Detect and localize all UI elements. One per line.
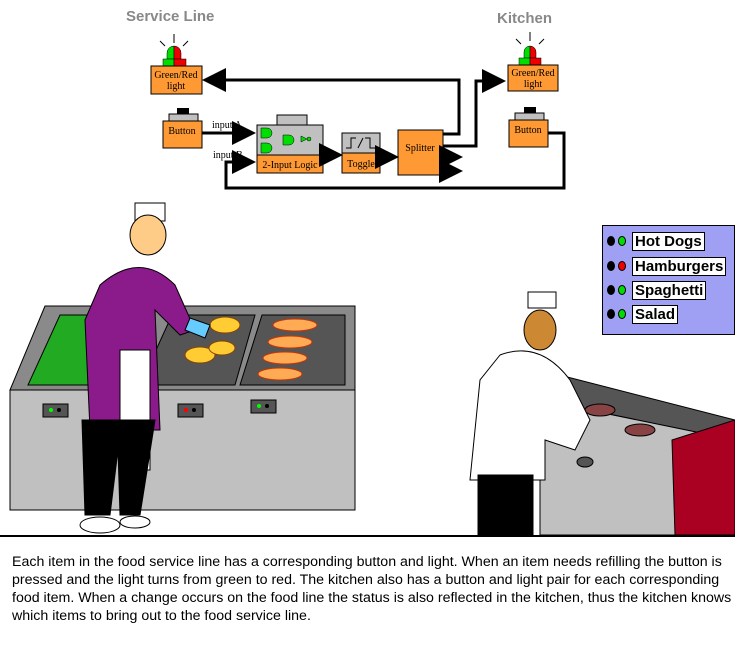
logic-label: 2-Input Logic bbox=[262, 160, 318, 171]
service-button-label: Button bbox=[168, 126, 195, 137]
status-item-hamburgers: Hamburgers bbox=[607, 256, 727, 276]
logic-gates-icon bbox=[260, 127, 312, 154]
wires bbox=[202, 68, 566, 190]
service-light-label-2: light bbox=[167, 81, 186, 92]
kitchen-title: Kitchen bbox=[497, 10, 552, 27]
status-red-icon bbox=[618, 261, 626, 271]
service-line-title: Service Line bbox=[126, 8, 214, 25]
status-label: Spaghetti bbox=[632, 280, 707, 300]
status-off-icon bbox=[607, 285, 615, 295]
toggle-icon bbox=[346, 137, 375, 149]
kitchen-chef-figure bbox=[469, 291, 591, 536]
status-off-icon bbox=[607, 236, 615, 246]
input-a-label: input A bbox=[212, 120, 243, 131]
status-green-icon bbox=[618, 236, 626, 246]
kitchen-light-label: Green/Red bbox=[511, 68, 554, 79]
status-item-spaghetti: Spaghetti bbox=[607, 280, 707, 300]
service-counter bbox=[9, 305, 356, 511]
kitchen-light-box bbox=[507, 64, 559, 92]
status-label: Hamburgers bbox=[632, 256, 727, 276]
status-green-icon bbox=[618, 285, 626, 295]
service-button-cap bbox=[177, 108, 189, 114]
status-off-icon bbox=[607, 309, 615, 319]
input-b-label: input B bbox=[213, 150, 243, 161]
description-text: Each item in the food service line has a… bbox=[12, 554, 732, 624]
service-chef-figure bbox=[79, 202, 211, 534]
status-item-hot-dogs: Hot Dogs bbox=[607, 231, 705, 251]
status-off-icon bbox=[607, 261, 615, 271]
service-light-icon bbox=[159, 34, 189, 67]
service-light-box bbox=[150, 65, 203, 95]
status-label: Hot Dogs bbox=[632, 231, 705, 251]
toggle-label: Toggle bbox=[347, 159, 375, 170]
status-panel: Hot Dogs Hamburgers Spaghetti Salad bbox=[602, 225, 735, 335]
kitchen-light-icon bbox=[515, 32, 545, 66]
status-item-salad: Salad bbox=[607, 304, 679, 324]
kitchen-light-label-2: light bbox=[524, 79, 543, 90]
status-label: Salad bbox=[632, 304, 679, 324]
kitchen-button-label: Button bbox=[514, 125, 541, 136]
service-button[interactable] bbox=[162, 120, 203, 149]
status-green-icon bbox=[618, 309, 626, 319]
kitchen-counter bbox=[539, 369, 735, 536]
splitter-label: Splitter bbox=[405, 143, 435, 154]
kitchen-button[interactable] bbox=[508, 119, 549, 148]
service-light-label: Green/Red bbox=[154, 70, 197, 81]
splitter-box bbox=[397, 129, 444, 176]
